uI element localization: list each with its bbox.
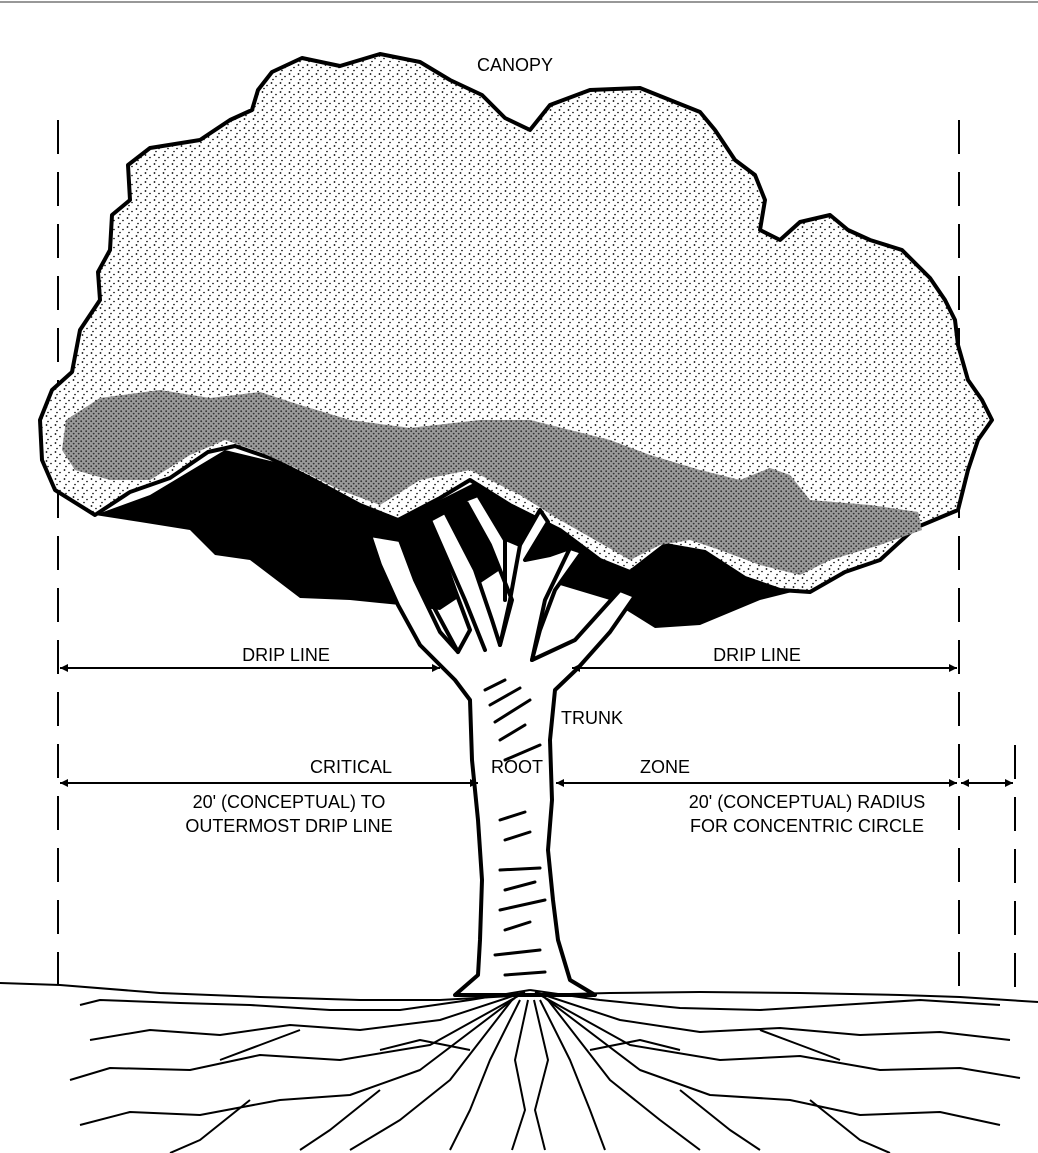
drip-line-left-label: DRIP LINE xyxy=(242,645,330,665)
roots xyxy=(70,990,1020,1153)
canopy-label: CANOPY xyxy=(477,55,553,75)
right-note-line-2: FOR CONCENTRIC CIRCLE xyxy=(690,816,924,836)
right-note-line-1: 20' (CONCEPTUAL) RADIUS xyxy=(689,792,925,812)
zone-label: ZONE xyxy=(640,757,690,777)
critical-label: CRITICAL xyxy=(310,757,392,777)
left-note-line-1: 20' (CONCEPTUAL) TO xyxy=(193,792,386,812)
root-label: ROOT xyxy=(491,757,543,777)
trunk-label: TRUNK xyxy=(561,708,623,728)
drip-line-right-label: DRIP LINE xyxy=(713,645,801,665)
left-note-line-2: OUTERMOST DRIP LINE xyxy=(185,816,392,836)
